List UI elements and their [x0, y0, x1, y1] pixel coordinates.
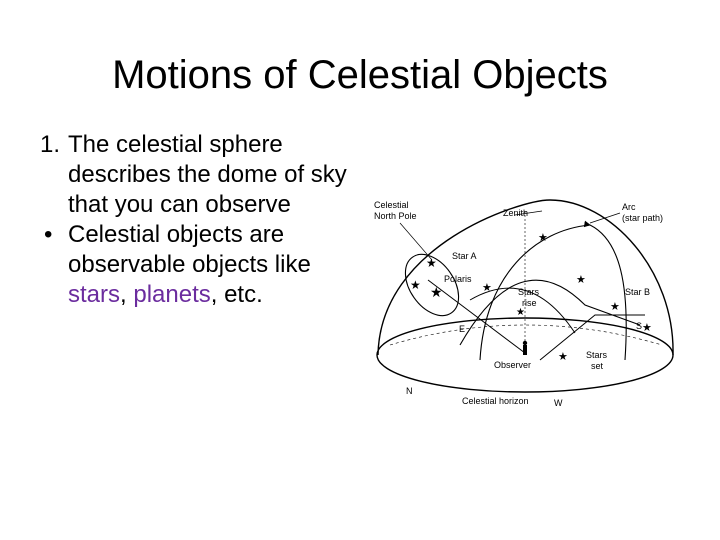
- star-path-arc-large: [479, 220, 627, 361]
- pointer-arc: [589, 212, 621, 224]
- point-text: The celestial sphere describes the dome …: [68, 131, 347, 218]
- star-marker: ★: [410, 278, 421, 292]
- label-zenith: Zenith: [503, 208, 528, 218]
- label-star-a: Star A: [452, 251, 477, 261]
- label-arc: Arc: [622, 202, 636, 212]
- highlight-planets: planets: [133, 281, 211, 308]
- slide-body: 1. The celestial sphere describes the do…: [40, 130, 370, 310]
- separator-text: ,: [120, 281, 134, 308]
- label-stars-set: set: [591, 361, 604, 371]
- star-path-arc-inner: [469, 287, 576, 334]
- point-number: 1.: [40, 131, 61, 158]
- label-celestial-north-pole: Celestial: [374, 200, 409, 210]
- bullet-text: Celestial objects are observable objects…: [68, 221, 311, 278]
- label-south: S: [636, 321, 642, 331]
- label-west: W: [554, 398, 563, 408]
- label-stars-set: Stars: [586, 350, 608, 360]
- pointer-zenith: [514, 210, 543, 216]
- bullet-text-end: , etc.: [210, 281, 263, 308]
- star-marker: ★: [642, 321, 652, 334]
- label-stars-rise: Stars: [518, 287, 540, 297]
- label-star-b: Star B: [625, 287, 650, 297]
- star-marker: ★: [610, 300, 620, 313]
- label-celestial-north-pole: North Pole: [374, 211, 417, 221]
- star-marker: ★: [576, 273, 586, 286]
- star-path-arc-mid: [459, 279, 641, 346]
- bullet-marker: •: [44, 221, 53, 248]
- bullet-point: • Celestial objects are observable objec…: [40, 220, 370, 310]
- highlight-stars: stars: [68, 281, 121, 308]
- sky-dome: [377, 199, 674, 356]
- star-markers: ★ ★ ★ ★ ★ ★ ★ ★ ★ ★: [410, 231, 652, 363]
- label-east: E: [459, 324, 465, 334]
- star-path-to-set: [539, 314, 645, 361]
- celestial-horizon-ellipse: [376, 317, 674, 393]
- observer-figure: [522, 340, 528, 355]
- polaris-circle: [404, 253, 460, 317]
- numbered-point: 1. The celestial sphere describes the do…: [40, 130, 370, 220]
- label-celestial-horizon: Celestial horizon: [462, 396, 529, 406]
- label-observer: Observer: [494, 360, 531, 370]
- star-marker: ★: [558, 350, 568, 363]
- star-marker: ★: [482, 281, 492, 294]
- celestial-sphere-diagram: ★ ★ ★ ★ ★ ★ ★ ★ ★ ★ Celestial North Pole…: [374, 199, 674, 408]
- label-stars-rise: rise: [522, 298, 537, 308]
- star-marker: ★: [430, 285, 443, 301]
- slide-title: Motions of Celestial Objects: [112, 53, 608, 97]
- label-arc: (star path): [622, 213, 663, 223]
- star-marker: ★: [538, 231, 548, 244]
- label-polaris: Polaris: [444, 274, 472, 284]
- label-north: N: [406, 386, 413, 396]
- pointer-cnp: [399, 222, 433, 261]
- star-marker: ★: [516, 307, 525, 318]
- star-marker: ★: [426, 256, 437, 270]
- polar-axis: [427, 279, 526, 354]
